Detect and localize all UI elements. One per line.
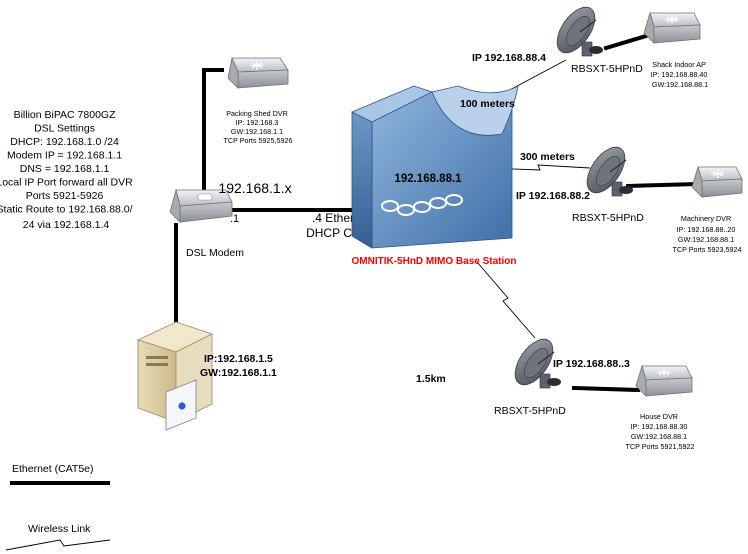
cable-packing-shed-to-modem <box>202 68 224 192</box>
machinery-dvr-label: Machinery DVR IP: 192.168.88..20 GW:192.… <box>673 214 742 254</box>
wireless-link-house <box>476 261 536 339</box>
legend-ethernet-label: Ethernet (CAT5e) <box>12 463 94 475</box>
dsl-settings-text: Billion BiPAC 7800GZ DSL Settings DHCP: … <box>0 109 136 231</box>
machinery-dvr <box>691 165 743 198</box>
wireless-link-machinery <box>486 164 591 171</box>
house-dvr-label: House DVR IP: 192.168.88.30 GW:192.168.8… <box>626 412 695 451</box>
base-station-name: OMNITIK-5HnD MIMO Base Station <box>351 256 516 267</box>
dsl-modem-label: DSL Modem <box>186 247 244 259</box>
packing-shed-dvr-label: Packing Shed DVR IP: 192.168.3 GW:192.16… <box>224 109 293 145</box>
legend-wireless-label: Wireless Link <box>28 523 91 535</box>
machinery-antenna <box>586 146 633 197</box>
antenna-ring-icons <box>381 194 463 216</box>
router-icon <box>635 364 693 397</box>
router-icon <box>691 165 743 198</box>
cable-house-antenna-to-dvr <box>571 385 641 393</box>
dsl-modem <box>169 188 233 223</box>
house-link-distance: 1.5km <box>416 373 446 385</box>
cable-machinery-antenna-to-dvr <box>625 181 699 189</box>
house-dvr <box>635 364 693 397</box>
shack-antenna-label: RBSXT-5HPnD <box>571 63 643 75</box>
machinery-antenna-label: RBSXT-5HPnD <box>572 212 644 224</box>
shack-link-ip: IP 192.168.88.4 <box>472 52 546 64</box>
router-icon <box>169 188 233 223</box>
server <box>136 321 214 431</box>
satellite-dish-icon <box>556 6 603 57</box>
mimo-base-station-icon <box>351 85 519 249</box>
shack-indoor-ap <box>643 11 701 44</box>
base-station <box>351 85 519 249</box>
router-icon <box>227 56 289 89</box>
shack-link-distance: 100 meters <box>460 98 515 110</box>
ethernet-cables <box>174 33 699 393</box>
house-link-ip: IP 192.168.88..3 <box>553 358 630 370</box>
cable-shack-antenna-to-ap <box>603 33 649 51</box>
satellite-dish-icon <box>586 146 633 197</box>
base-station-ip: 192.168.88.1 <box>394 173 462 185</box>
packing-shed-dvr <box>227 56 289 89</box>
legend-wireless-line <box>5 539 111 551</box>
shack-antenna <box>556 6 603 57</box>
machinery-link-ip: IP 192.168.88.2 <box>516 190 590 202</box>
tower-server-icon <box>136 321 214 431</box>
house-antenna <box>514 338 561 389</box>
dsl-modem-port: .1 <box>230 213 239 225</box>
server-label: IP:192.168.1.5 GW:192.168.1.1 <box>200 353 277 379</box>
router-icon <box>643 11 701 44</box>
house-antenna-label: RBSXT-5HPnD <box>494 405 566 417</box>
machinery-link-distance: 300 meters <box>520 151 575 163</box>
legend: Ethernet (CAT5e) Wireless Link <box>5 463 111 551</box>
lan-subnet-label: 192.168.1.x <box>218 180 291 196</box>
satellite-dish-icon <box>514 338 561 389</box>
shack-ap-label: Shack Indoor AP IP: 192.168.88.40 GW:192… <box>651 60 710 89</box>
